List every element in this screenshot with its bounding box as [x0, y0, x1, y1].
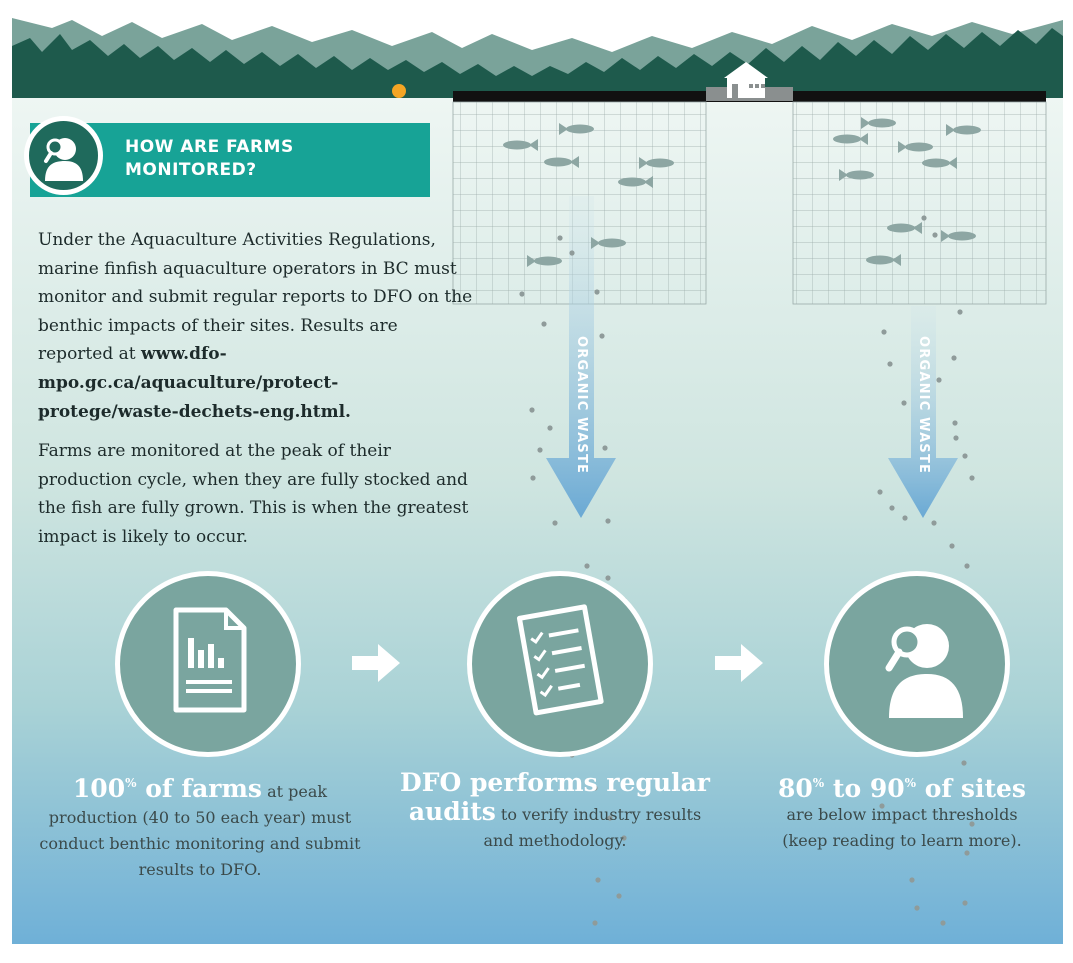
waste-particle — [921, 215, 927, 221]
waste-particle — [887, 361, 893, 367]
waste-particle — [962, 900, 968, 906]
waste-particle — [595, 877, 601, 883]
fish — [941, 230, 976, 242]
fish — [559, 123, 594, 135]
intro-paragraph-1-text: Under the Aquaculture Activities Regulat… — [38, 230, 473, 365]
step-2-circle — [467, 571, 653, 757]
waste-particle — [584, 563, 590, 569]
person-with-magnifier-icon — [885, 624, 963, 718]
fish — [922, 157, 957, 169]
step-arrow-1 — [352, 644, 400, 682]
shed — [724, 62, 768, 98]
step-3-headline: 80% to 90% of sites — [778, 774, 1026, 803]
waste-particle — [557, 235, 563, 241]
intro-paragraph-2: Farms are monitored at the peak of their… — [38, 441, 469, 547]
waste-particle — [616, 893, 622, 899]
waste-arrow-left — [546, 196, 616, 518]
waste-particle — [569, 250, 575, 256]
waste-particle — [931, 520, 937, 526]
fish — [833, 133, 868, 145]
waste-particle — [909, 877, 915, 883]
person-with-magnifier-icon — [24, 116, 103, 195]
waste-particle — [953, 435, 959, 441]
waste-particle — [877, 489, 883, 495]
fish — [639, 157, 674, 169]
waste-particle — [594, 289, 600, 295]
waste-particle — [602, 445, 608, 451]
fish — [861, 117, 896, 129]
waste-particle — [552, 520, 558, 526]
waste-particle — [541, 321, 547, 327]
checklist-icon — [516, 604, 604, 716]
waste-particle — [901, 400, 907, 406]
step-2-body: to verify industry results and methodolo… — [483, 805, 702, 850]
step-3-body: are below impact thresholds (keep readin… — [782, 805, 1022, 850]
step-3-caption: 80% to 90% of sites are below impact thr… — [767, 770, 1037, 854]
waste-arrow-right — [888, 306, 958, 518]
waste-particle — [951, 355, 957, 361]
waste-particle — [902, 515, 908, 521]
waste-particle — [952, 420, 958, 426]
step-2-headline: DFO performs regular audits — [400, 768, 710, 826]
infographic: HOW ARE FARMS MONITORED? Under the Aquac… — [12, 18, 1063, 944]
waste-particle — [962, 453, 968, 459]
background-scene — [12, 18, 1063, 944]
waste-particle — [964, 563, 970, 569]
waste-particle — [881, 329, 887, 335]
step-arrow-2 — [715, 644, 763, 682]
waste-particle — [599, 333, 605, 339]
fish — [887, 222, 922, 234]
fish — [898, 141, 933, 153]
waste-particle — [621, 835, 627, 841]
fish — [946, 124, 981, 136]
waste-particle — [961, 760, 967, 766]
step-2-caption: DFO performs regular audits to verify in… — [400, 770, 710, 854]
waste-particle — [932, 232, 938, 238]
step-3-circle — [824, 571, 1010, 757]
waste-label-left: ORGANIC WASTE — [574, 336, 589, 475]
fish — [618, 176, 653, 188]
waste-particle — [940, 920, 946, 926]
page-title: HOW ARE FARMS MONITORED? — [125, 136, 425, 182]
waste-particle — [547, 425, 553, 431]
report-chart-icon — [173, 607, 247, 713]
waste-particle — [519, 291, 525, 297]
page-title-line-2: MONITORED? — [125, 160, 257, 180]
waste-particle — [889, 505, 895, 511]
waste-particle — [537, 447, 543, 453]
waste-particle — [969, 475, 975, 481]
intro-paragraph-1: Under the Aquaculture Activities Regulat… — [38, 226, 478, 426]
page-title-line-1: HOW ARE FARMS — [125, 137, 294, 157]
step-1-headline: 100% of farms — [72, 774, 262, 803]
waste-particle — [592, 785, 598, 791]
waste-particle — [936, 377, 942, 383]
step-1-body: at peak production (40 to 50 each year) … — [39, 782, 361, 879]
fish — [866, 254, 901, 266]
waste-particle — [879, 803, 885, 809]
sun — [392, 84, 406, 98]
step-1-circle — [115, 571, 301, 757]
waste-particle — [529, 407, 535, 413]
fish — [839, 169, 874, 181]
dfo-waste-url: www.dfo-mpo.gc.ca/aquaculture/protect-pr… — [38, 344, 351, 422]
waste-particle — [592, 920, 598, 926]
waste-particle — [957, 309, 963, 315]
intro-text: Under the Aquaculture Activities Regulat… — [38, 226, 478, 563]
waste-particle — [605, 575, 611, 581]
step-1-caption: 100% of farms at peak production (40 to … — [30, 770, 370, 883]
fish — [503, 139, 538, 151]
waste-particle — [605, 518, 611, 524]
waste-label-right: ORGANIC WASTE — [916, 336, 931, 475]
waste-particle — [914, 905, 920, 911]
fish — [527, 255, 562, 267]
waste-particle — [607, 815, 613, 821]
fish — [591, 237, 626, 249]
tree-line — [12, 28, 1063, 98]
waste-particle — [969, 821, 975, 827]
waste-particle — [964, 850, 970, 856]
net-pen-right — [792, 101, 1047, 305]
waste-particle — [949, 543, 955, 549]
fish — [544, 156, 579, 168]
waste-particle — [530, 475, 536, 481]
